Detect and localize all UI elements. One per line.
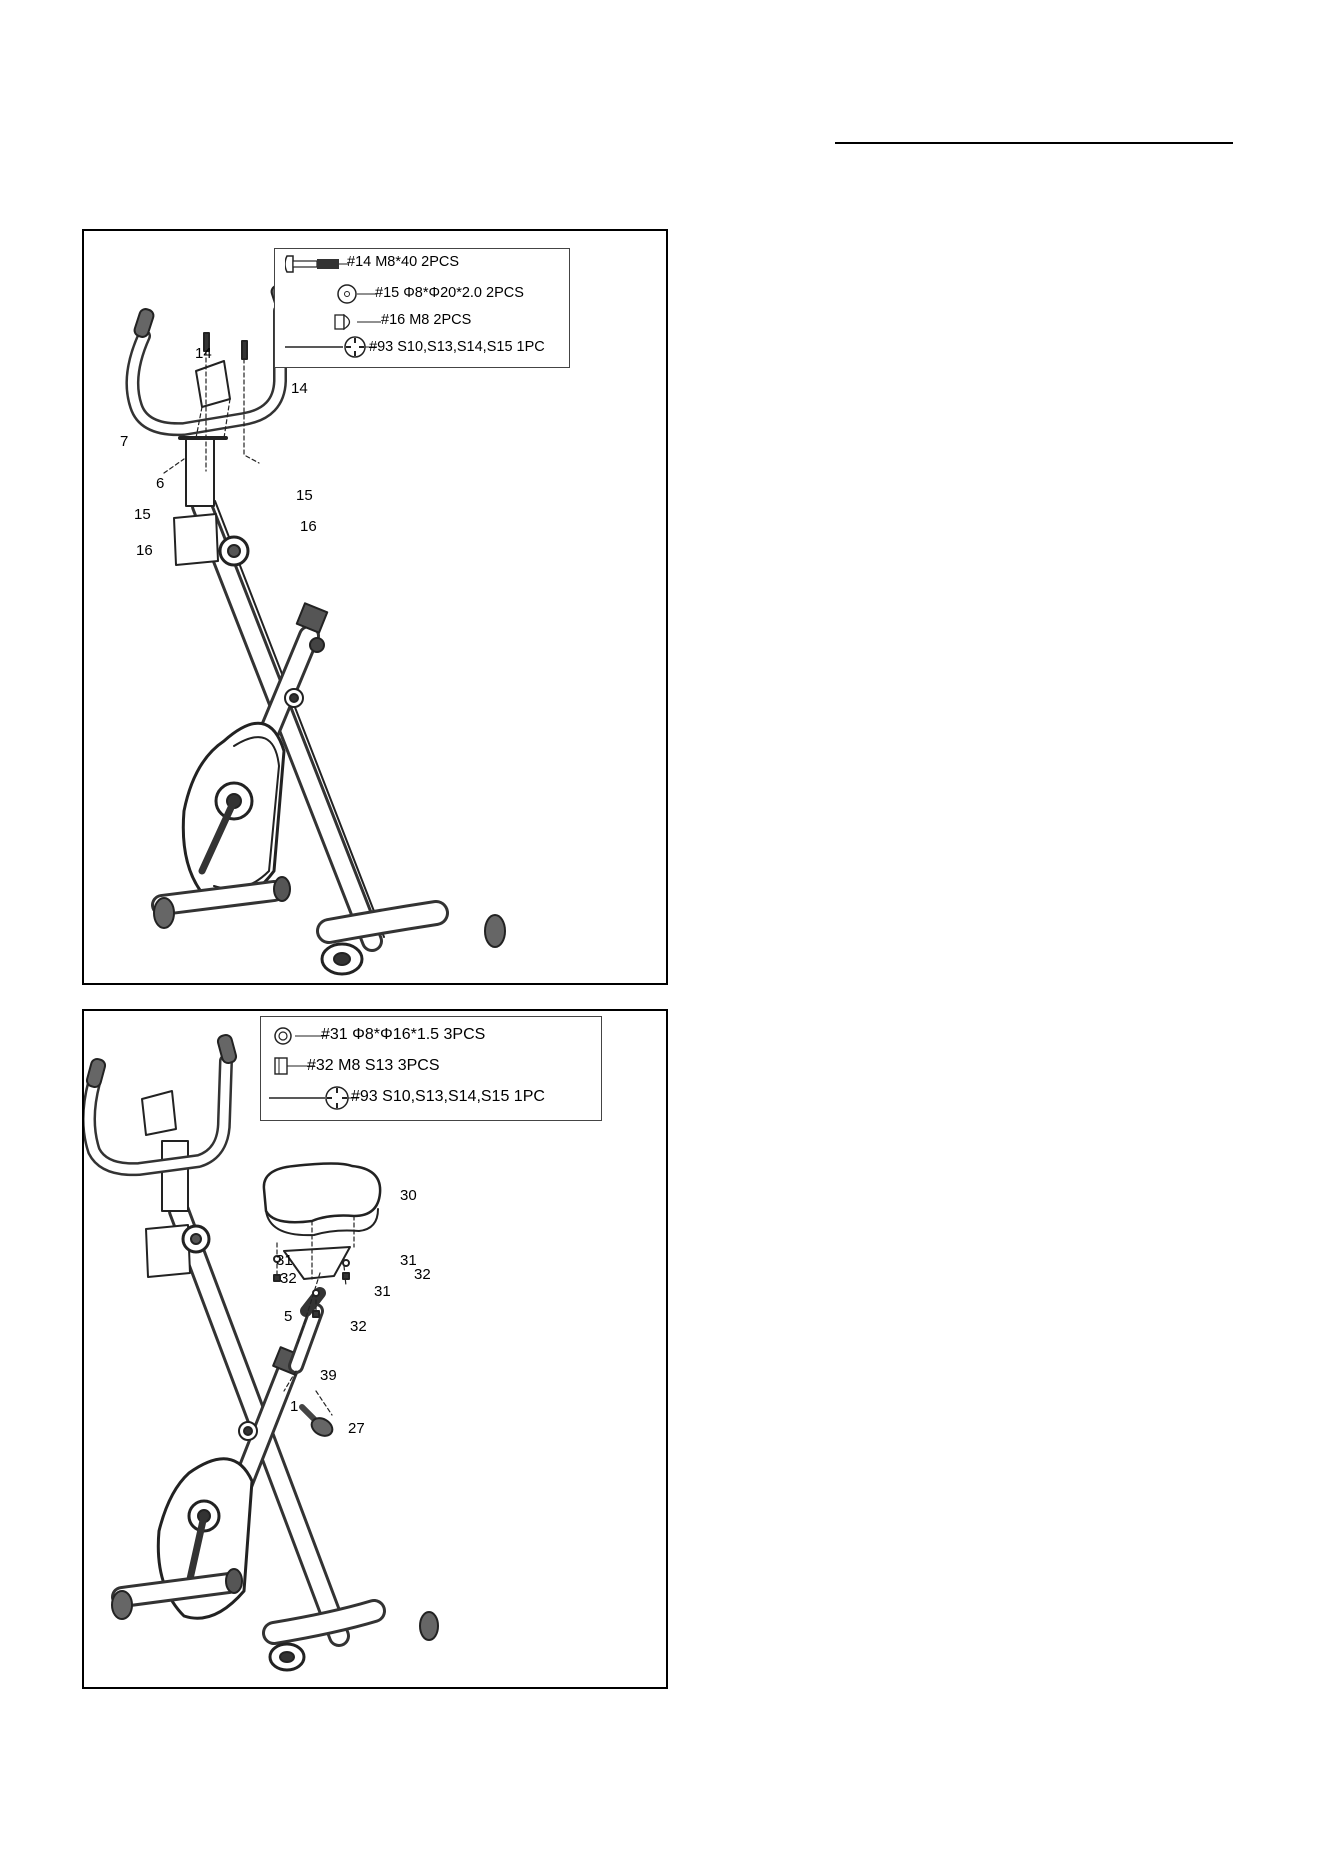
callout-label: 16 (300, 519, 317, 534)
acorn-nut-icon (333, 311, 383, 331)
callout-label: 6 (156, 476, 164, 491)
legend-row-14: #14 M8*40 2PCS (347, 254, 459, 270)
washer-icon (273, 1025, 327, 1047)
header-rule (835, 142, 1233, 144)
callout-label: 27 (348, 1421, 365, 1436)
callout-label: 39 (320, 1368, 337, 1383)
callout-label: 14 (195, 346, 212, 361)
callout-label: 32 (280, 1271, 297, 1286)
legend-row-16: #16 M8 2PCS (381, 312, 471, 328)
callout-label: 15 (134, 507, 151, 522)
multi-wrench-icon (269, 1085, 359, 1111)
hardware-legend: #14 M8*40 2PCS #15 Φ8*Φ20*2.0 2PCS #16 M… (274, 248, 570, 368)
multi-wrench-icon (285, 335, 377, 359)
callout-label: 7 (120, 434, 128, 449)
callout-label: 15 (296, 488, 313, 503)
assembly-step-handlebar: #14 M8*40 2PCS #15 Φ8*Φ20*2.0 2PCS #16 M… (82, 229, 668, 985)
legend-row-32: #32 M8 S13 3PCS (307, 1057, 440, 1075)
callout-label: 32 (350, 1319, 367, 1334)
callout-label: 31 (276, 1253, 293, 1268)
legend-row-93: #93 S10,S13,S14,S15 1PC (351, 1088, 545, 1106)
legend-row-15: #15 Φ8*Φ20*2.0 2PCS (375, 285, 524, 301)
callout-label: 1 (290, 1399, 298, 1414)
washer-icon (337, 283, 377, 305)
callout-label: 14 (291, 381, 308, 396)
callout-label: 5 (284, 1309, 292, 1324)
callout-label: 30 (400, 1188, 417, 1203)
callout-label: 32 (414, 1267, 431, 1282)
callout-label: 31 (374, 1284, 391, 1299)
assembly-step-seat: #31 Φ8*Φ16*1.5 3PCS #32 M8 S13 3PCS #93 … (82, 1009, 668, 1689)
legend-row-93: #93 S10,S13,S14,S15 1PC (369, 339, 545, 355)
callout-label: 16 (136, 543, 153, 558)
carriage-bolt-icon (285, 255, 349, 273)
legend-row-31: #31 Φ8*Φ16*1.5 3PCS (321, 1026, 485, 1044)
hardware-legend: #31 Φ8*Φ16*1.5 3PCS #32 M8 S13 3PCS #93 … (260, 1016, 602, 1121)
